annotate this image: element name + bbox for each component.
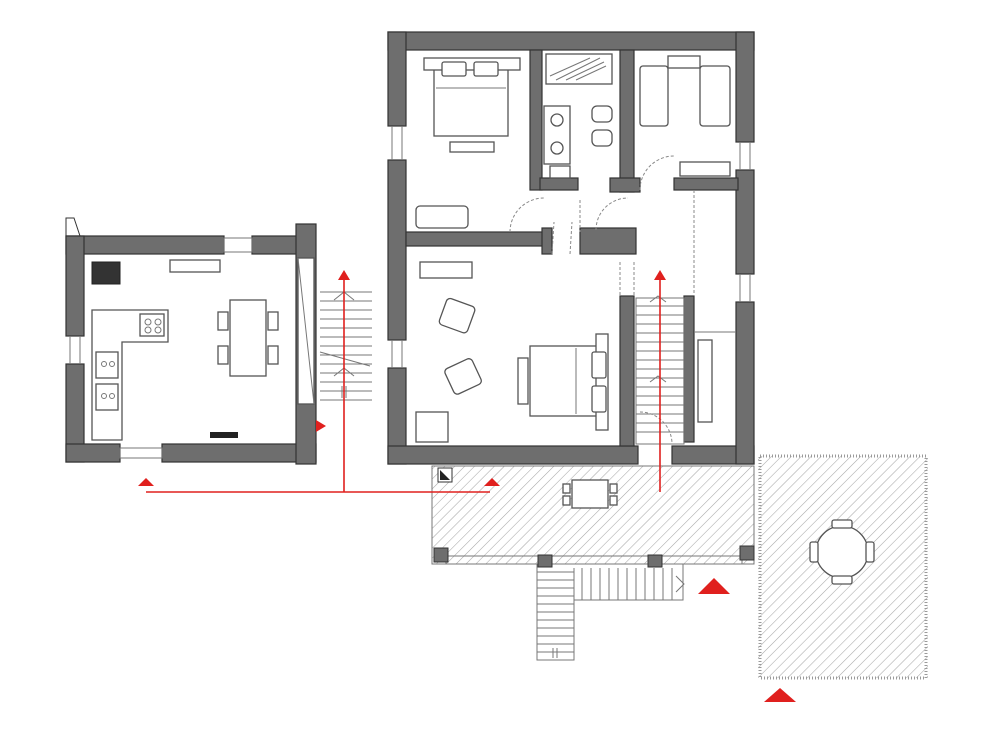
chair-right xyxy=(865,541,875,563)
bathroom xyxy=(543,53,613,179)
chair-left xyxy=(809,541,819,563)
wall-left-mid xyxy=(387,159,407,341)
wall-lobby xyxy=(683,295,695,443)
kitchen-annex xyxy=(65,217,317,465)
bedroom-1-desk xyxy=(415,205,469,229)
terrace-dining-set xyxy=(562,479,618,509)
annex-wall-bottom-right xyxy=(161,443,317,463)
wall-right-upper xyxy=(735,31,755,143)
section-lines xyxy=(146,276,661,493)
gravel-border xyxy=(758,454,928,680)
wall-right-mid xyxy=(735,169,755,275)
shelf-top xyxy=(419,261,473,279)
armchair-right xyxy=(699,65,731,127)
wall-top xyxy=(387,31,755,51)
annex-wall-top-left xyxy=(65,235,225,255)
lobby-cabinet xyxy=(697,339,713,423)
entrance-marker-icon xyxy=(698,578,730,594)
bedroom-2 xyxy=(415,261,609,443)
wall-bath-right xyxy=(619,49,635,193)
toilet xyxy=(591,105,613,123)
chair-bottom xyxy=(831,575,853,585)
bidet xyxy=(591,129,613,147)
terrace-table xyxy=(571,479,609,509)
armchair-left xyxy=(639,65,669,127)
wall-right-lower xyxy=(735,301,755,465)
bed-bench xyxy=(449,141,495,153)
chair-top xyxy=(831,519,853,529)
wall-study-bottom xyxy=(673,177,739,191)
round-table xyxy=(815,525,869,579)
doors xyxy=(509,155,695,445)
annex-wall-left-upper xyxy=(65,235,85,337)
wall-stub-a xyxy=(609,177,641,193)
floor-mat xyxy=(210,432,238,438)
stove-block xyxy=(91,261,121,285)
garden-patio xyxy=(758,454,928,680)
wall-corridor-bottom xyxy=(579,227,637,255)
nightstand xyxy=(415,411,449,443)
kitchen-table xyxy=(229,299,267,377)
annex-wall-bottom-left xyxy=(65,443,121,463)
section-arrow-icon xyxy=(316,420,326,432)
kitchen-sink xyxy=(95,351,119,379)
annex-roof-edge xyxy=(65,217,81,237)
wall-bath-bottom xyxy=(539,177,579,191)
bedroom-1 xyxy=(415,57,521,229)
terrace-piers xyxy=(433,545,755,568)
wall-living-right xyxy=(619,295,635,447)
wall-stub-b xyxy=(541,227,553,255)
connecting-stair xyxy=(319,291,372,401)
corner-square-marker-icon xyxy=(437,467,453,483)
section-arrow-icon xyxy=(138,478,154,486)
wall-shelf xyxy=(169,259,221,273)
wall-left-upper xyxy=(387,31,407,127)
bed-bench-2 xyxy=(517,357,529,405)
annex-wall-top-right xyxy=(251,235,299,255)
section-arrow-icon xyxy=(654,270,666,280)
entrance-marker-icon xyxy=(764,688,796,702)
exterior-stair xyxy=(536,564,685,661)
round-table-set xyxy=(809,519,875,585)
side-shelf xyxy=(679,161,731,177)
section-arrow-icon xyxy=(484,478,500,486)
main-house xyxy=(387,31,755,465)
route-markers xyxy=(138,270,796,702)
armchair-b xyxy=(444,358,482,395)
wall-bed1-bottom xyxy=(405,231,547,247)
bath-cabinet xyxy=(549,165,571,179)
section-arrow-icon xyxy=(338,270,350,280)
wall-bath-left xyxy=(529,49,543,191)
kitchen-dining-set xyxy=(217,299,279,377)
windows xyxy=(391,126,751,368)
armchair-a xyxy=(438,297,476,334)
wall-bottom-left xyxy=(387,445,639,465)
sitting-room xyxy=(639,55,731,177)
dishwasher xyxy=(95,383,119,411)
